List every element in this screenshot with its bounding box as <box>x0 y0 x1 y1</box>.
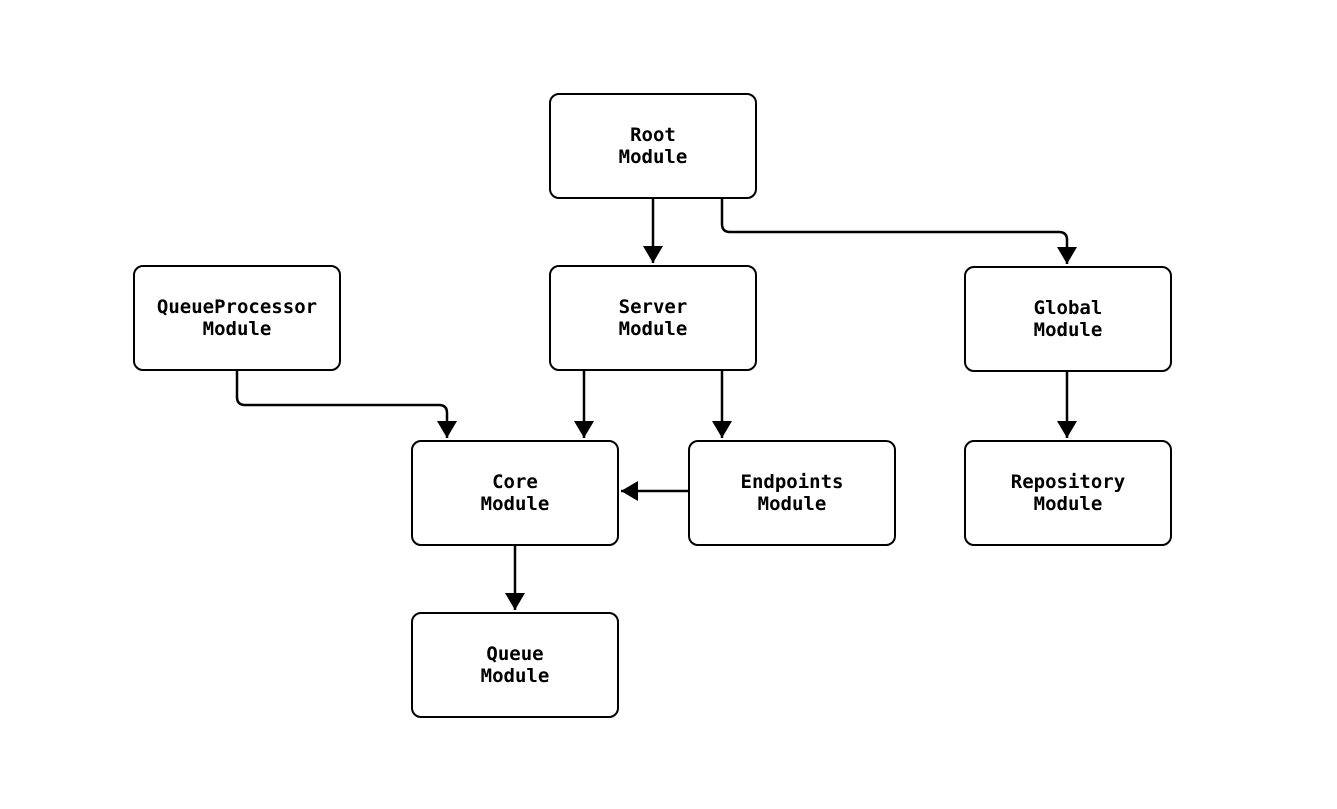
node-queueprocessor-module: QueueProcessor Module <box>133 265 341 371</box>
node-label: Endpoints Module <box>740 470 844 515</box>
node-label: Root Module <box>618 123 688 168</box>
edge-root-to-global <box>720 197 1077 264</box>
node-label: Queue Module <box>480 642 550 687</box>
node-label: Core Module <box>480 470 550 515</box>
node-global-module: Global Module <box>964 266 1172 372</box>
node-core-module: Core Module <box>411 440 619 546</box>
node-server-module: Server Module <box>549 265 757 371</box>
node-queue-module: Queue Module <box>411 612 619 718</box>
node-root-module: Root Module <box>549 93 757 199</box>
node-label: Global Module <box>1033 296 1103 341</box>
node-endpoints-module: Endpoints Module <box>688 440 896 546</box>
node-label: Server Module <box>618 295 688 340</box>
node-repository-module: Repository Module <box>964 440 1172 546</box>
node-label: QueueProcessor Module <box>156 295 318 340</box>
node-label: Repository Module <box>1010 470 1126 515</box>
edge-queueprocessor-to-core <box>235 369 457 438</box>
